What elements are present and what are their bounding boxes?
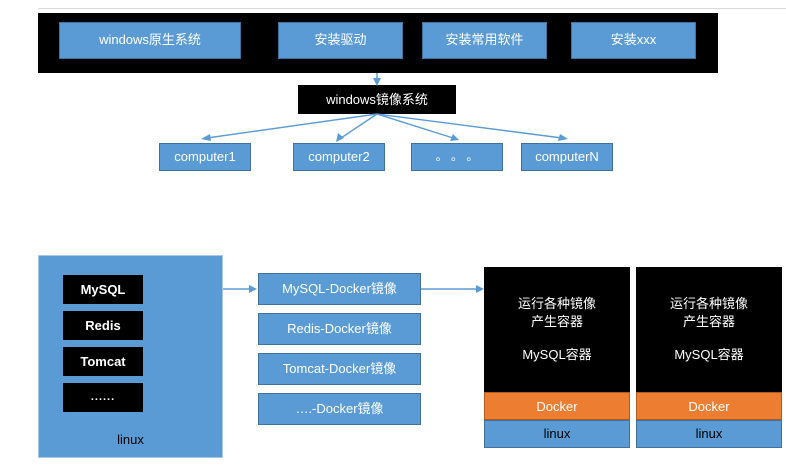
app-label: Tomcat	[80, 353, 126, 369]
app-box-tomcat[interactable]: Tomcat	[63, 347, 143, 376]
host-container-label: MySQL容器	[674, 347, 744, 363]
computer-box-n[interactable]: computerN	[521, 143, 613, 171]
host-run-note-line2: 产生容器	[530, 313, 583, 329]
docker-image-label: Tomcat-Docker镜像	[282, 360, 397, 376]
step-label: 安装xxx	[610, 32, 657, 48]
host-container-label: MySQL容器	[522, 347, 592, 363]
app-label: ......	[90, 390, 116, 403]
step-box-windows-native-os[interactable]: windows原生系统	[59, 22, 241, 59]
docker-engine-label: Docker	[536, 398, 578, 414]
step-box-install-drivers[interactable]: 安装驱动	[278, 22, 403, 59]
docker-image-box-mysql[interactable]: MySQL-Docker镜像	[258, 273, 421, 305]
host-run-note-line1: 运行各种镜像	[669, 296, 748, 312]
docker-image-label: MySQL-Docker镜像	[282, 280, 397, 296]
os-label: linux	[695, 425, 723, 441]
computer-box-1[interactable]: computer1	[159, 143, 251, 171]
host-stack-1-os[interactable]: linux	[484, 420, 630, 448]
app-label: Redis	[85, 317, 121, 333]
step-label: 安装常用软件	[445, 32, 524, 48]
host-run-note-line1: 运行各种镜像	[517, 296, 596, 312]
app-box-more[interactable]: ......	[63, 383, 143, 412]
os-label: linux	[117, 431, 144, 447]
computer-box-ellipsis[interactable]: 。 。 。	[411, 143, 503, 171]
host-stack-2-docker-engine[interactable]: Docker	[636, 392, 782, 420]
host-stack-2-containers[interactable]: 运行各种镜像 产生容器 MySQL容器	[636, 267, 782, 392]
host-run-note-line2: 产生容器	[682, 313, 735, 329]
docker-image-box-other[interactable]: ….-Docker镜像	[258, 393, 421, 425]
computer-label: 。 。 。	[435, 149, 479, 164]
docker-image-label: ….-Docker镜像	[295, 400, 384, 416]
step-box-install-xxx[interactable]: 安装xxx	[571, 22, 696, 59]
os-label: linux	[543, 425, 571, 441]
top-divider-rule	[38, 8, 786, 9]
arrow-image-system-to-computer-1	[201, 113, 378, 141]
app-box-redis[interactable]: Redis	[63, 311, 143, 340]
app-label: MySQL	[80, 281, 126, 297]
windows-image-system-box[interactable]: windows镜像系统	[298, 85, 456, 114]
docker-image-box-tomcat[interactable]: Tomcat-Docker镜像	[258, 353, 421, 385]
computer-label: computerN	[535, 148, 599, 164]
arrow-image-system-to-computer-2	[336, 113, 378, 142]
docker-engine-label: Docker	[688, 398, 730, 414]
arrow-image-system-to-computer-n	[376, 113, 568, 141]
computer-box-2[interactable]: computer2	[293, 143, 385, 171]
step-label: windows原生系统	[99, 32, 201, 48]
arrow-linux-panel-to-docker-image	[223, 285, 257, 293]
arrow-image-system-to-computer-ellipsis	[376, 113, 459, 141]
docker-image-label: Redis-Docker镜像	[287, 320, 392, 336]
app-box-mysql[interactable]: MySQL	[63, 275, 143, 304]
windows-image-system-label: windows镜像系统	[326, 91, 428, 107]
step-label: 安装驱动	[314, 32, 367, 48]
docker-image-box-redis[interactable]: Redis-Docker镜像	[258, 313, 421, 345]
computer-label: computer1	[174, 148, 236, 164]
host-stack-1-containers[interactable]: 运行各种镜像 产生容器 MySQL容器	[484, 267, 630, 392]
host-stack-2-os[interactable]: linux	[636, 420, 782, 448]
linux-panel-os-label: linux	[38, 428, 223, 450]
host-stack-1-docker-engine[interactable]: Docker	[484, 392, 630, 420]
computer-label: computer2	[308, 148, 370, 164]
step-box-install-common-software[interactable]: 安装常用软件	[422, 22, 547, 59]
arrow-docker-image-to-host-stack	[421, 285, 484, 293]
